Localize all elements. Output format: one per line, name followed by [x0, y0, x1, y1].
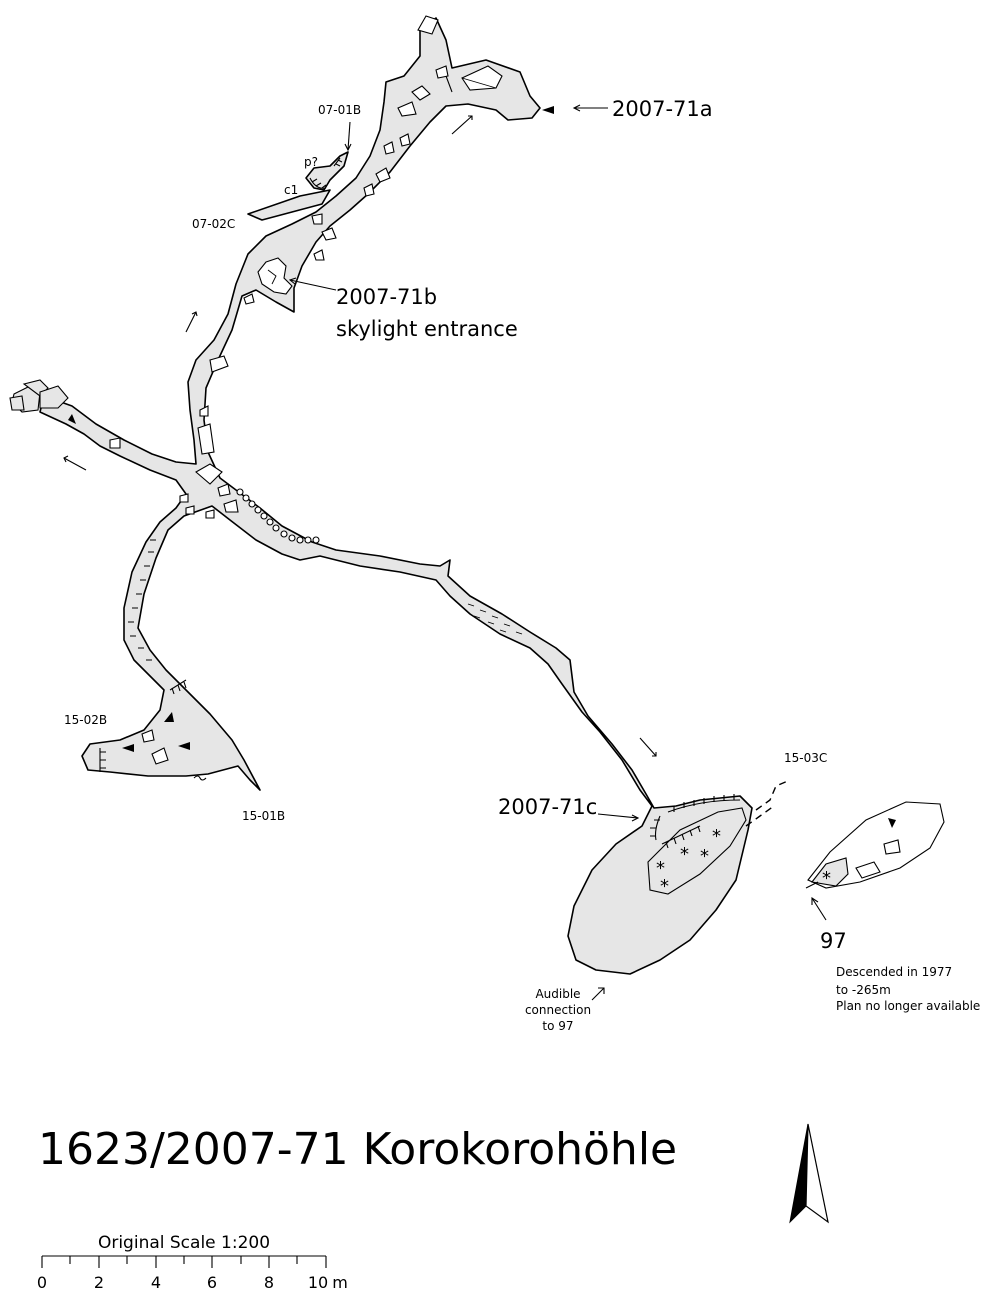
svg-text:*: * [656, 858, 665, 879]
dashed-continuation [755, 779, 791, 811]
cave-97-note: Descended in 1977 to -265m Plan no longe… [836, 965, 980, 1013]
map-title: 1623/2007-71 Korokorohöhle [38, 1124, 677, 1175]
scale-caption: Original Scale 1:200 [98, 1233, 270, 1253]
entrance-a-boulder [417, 15, 439, 35]
station-label: 15-02B [64, 713, 107, 727]
station-label: 07-01B [318, 103, 361, 117]
audible-note: Audible connection to 97 [525, 987, 591, 1033]
svg-text:*: * [712, 826, 721, 847]
boulders [109, 65, 503, 765]
main-passage [39, 17, 753, 975]
leader-arrows [288, 104, 827, 1001]
skylight-outline [257, 257, 293, 295]
cave-97-label: 97 [820, 929, 847, 953]
scale-tick: 6 [207, 1273, 217, 1292]
entrance-a-label: 2007-71a [612, 97, 713, 121]
inner-ledge [647, 807, 747, 895]
entrance-b-label: 2007-71b [336, 285, 437, 309]
dip-triangles [68, 106, 554, 752]
pitch-query-label: p? [304, 155, 318, 169]
svg-text:connection: connection [525, 1003, 591, 1017]
scale-unit: m [332, 1273, 348, 1292]
climb-label: c1 [284, 183, 298, 197]
svg-text:Plan no longer available: Plan no longer available [836, 999, 980, 1013]
svg-text:to -265m: to -265m [836, 983, 891, 997]
rubble-chain [236, 488, 320, 544]
north-arrow-icon [789, 1123, 829, 1224]
station-label: 07-02C [192, 217, 235, 231]
svg-text:*: * [822, 868, 831, 889]
scale-tick: 2 [94, 1273, 104, 1292]
scale-bar: Original Scale 1:200 0 2 4 6 8 10 m [37, 1233, 348, 1292]
mud-floor-hatching [128, 539, 523, 661]
cave-97-inner [810, 857, 849, 887]
boulder-cluster-west [9, 379, 69, 413]
boulder-symbols: * * * * * [656, 826, 721, 897]
scale-tick: 0 [37, 1273, 47, 1292]
svg-text:Descended in 1977: Descended in 1977 [836, 965, 952, 979]
branch-07-02C [247, 189, 331, 221]
slope-arrows [63, 75, 657, 757]
scale-tick: 8 [264, 1273, 274, 1292]
svg-text:*: * [660, 876, 669, 897]
svg-text:*: * [680, 844, 689, 865]
svg-text:*: * [700, 846, 709, 867]
svg-text:to 97: to 97 [542, 1019, 573, 1033]
svg-text:Audible: Audible [535, 987, 580, 1001]
station-label: 15-01B [242, 809, 285, 823]
station-label: 15-03C [784, 751, 827, 765]
entrance-b-sublabel: skylight entrance [336, 317, 518, 341]
entrance-c-label: 2007-71c [498, 795, 597, 819]
scale-tick: 4 [151, 1273, 161, 1292]
pitch-edges [99, 157, 741, 849]
scale-tick: 10 [308, 1273, 328, 1292]
